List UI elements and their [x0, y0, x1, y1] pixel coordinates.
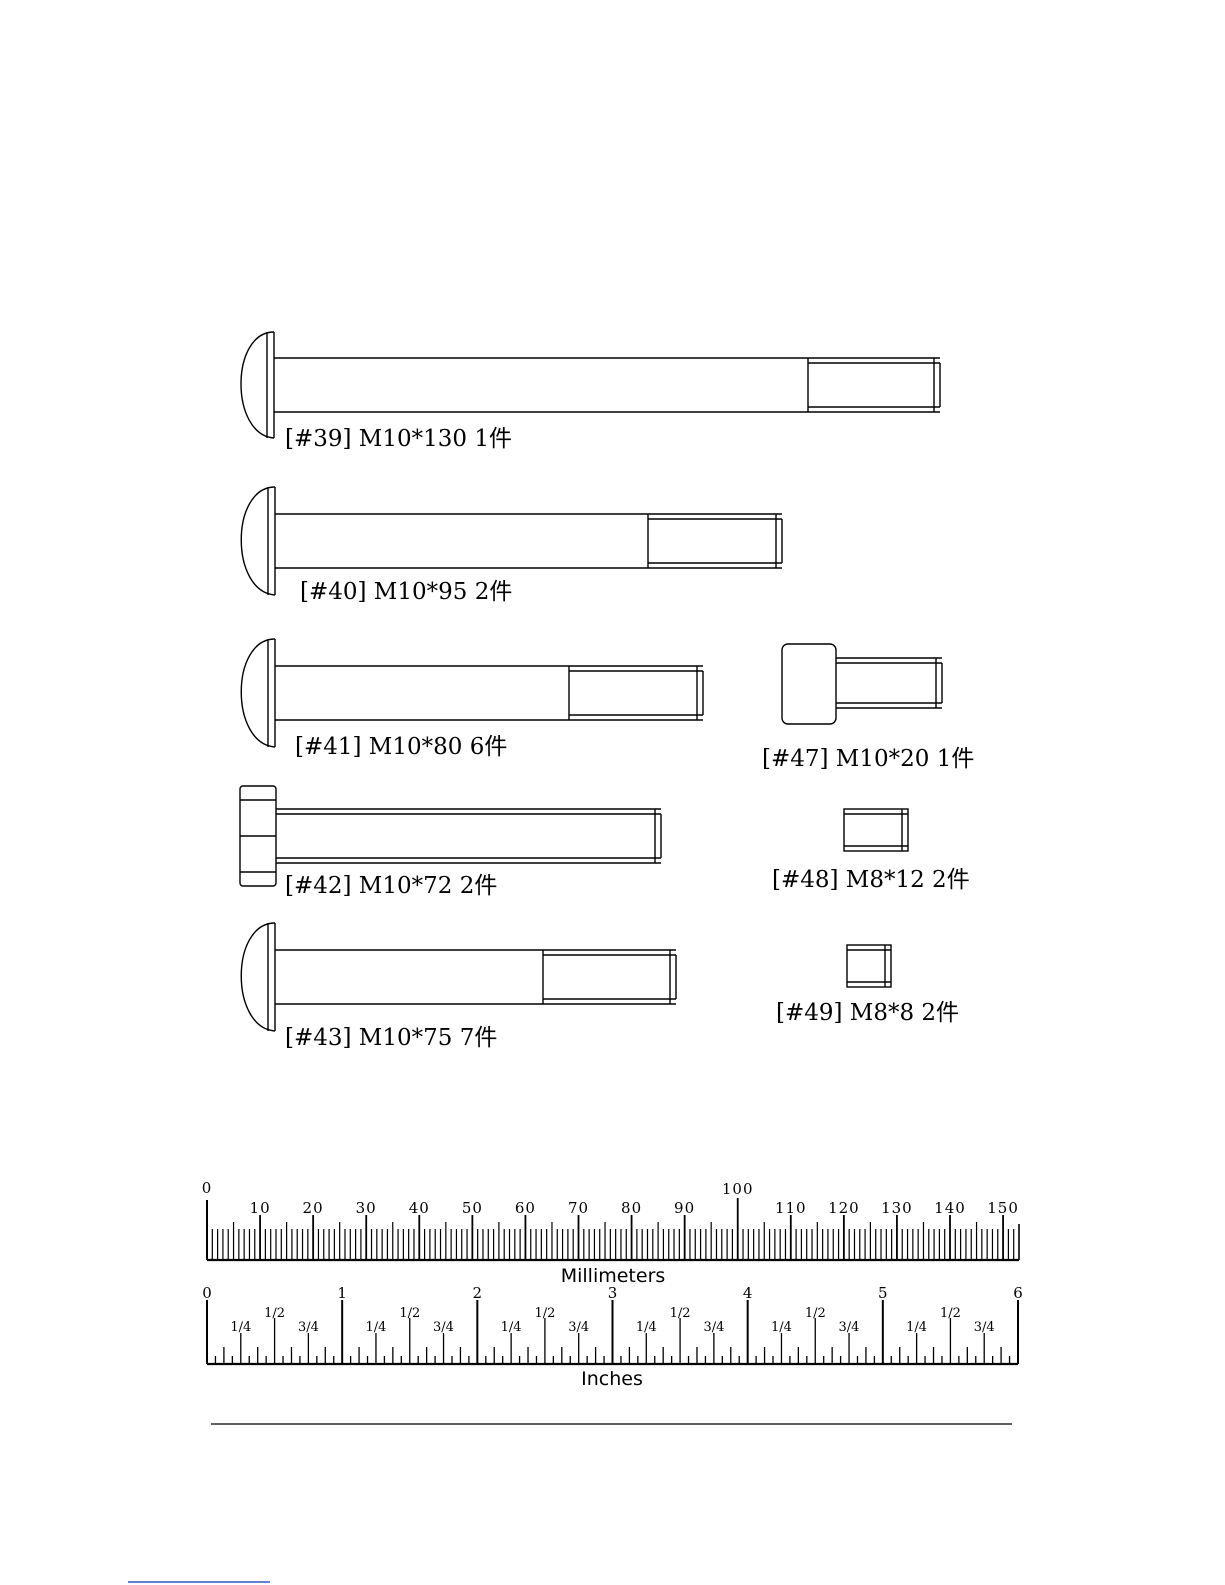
part-label-42: [#42] M10*72 2件	[285, 873, 497, 899]
mm-tick-label: 0	[202, 1179, 213, 1197]
bolt-47	[782, 644, 942, 724]
inch-fraction-label: 3/4	[568, 1320, 589, 1335]
part-label-40: [#40] M10*95 2件	[300, 579, 512, 605]
inch-fraction-label: 3/4	[298, 1320, 319, 1335]
inch-tick-label: 5	[878, 1284, 888, 1302]
part-label-48: [#48] M8*12 2件	[772, 867, 970, 893]
inch-tick-label: 0	[202, 1284, 212, 1302]
bolt-43	[241, 923, 676, 1031]
inch-fraction-label: 1/2	[399, 1306, 420, 1321]
inch-tick-label: 3	[608, 1284, 618, 1302]
mm-tick-label: 30	[356, 1199, 377, 1217]
screw-48	[844, 809, 908, 851]
mm-tick-label: 70	[568, 1199, 589, 1217]
mm-tick-label: 50	[462, 1199, 483, 1217]
inch-fraction-label: 3/4	[839, 1320, 860, 1335]
part-label-39: [#39] M10*130 1件	[285, 426, 512, 452]
mm-tick-label: 80	[621, 1199, 642, 1217]
part-label-43: [#43] M10*75 7件	[285, 1025, 497, 1051]
inch-tick-label: 1	[337, 1284, 347, 1302]
part-label-41: [#41] M10*80 6件	[295, 734, 507, 760]
mm-tick-label: 140	[934, 1199, 966, 1217]
mm-tick-label: 10	[250, 1199, 271, 1217]
inch-tick-label: 6	[1013, 1284, 1023, 1302]
millimeter-ruler: 0 10 20 30 40 50 60 70 80 90 100 110 120 130 140 150	[202, 1179, 1019, 1260]
screw-49	[847, 945, 891, 987]
bolt-42	[240, 786, 661, 886]
inch-fraction-label: 1/2	[670, 1306, 691, 1321]
inch-fraction-label: 1/4	[636, 1320, 657, 1335]
part-label-49: [#49] M8*8 2件	[776, 1000, 959, 1026]
inch-fraction-label: 3/4	[974, 1320, 995, 1335]
inch-fraction-label: 1/4	[906, 1320, 927, 1335]
bolt-41	[241, 639, 703, 747]
inch-fraction-label: 1/4	[771, 1320, 792, 1335]
bolt-39	[241, 332, 940, 438]
inch-tick-label: 4	[743, 1284, 753, 1302]
inch-fraction-label: 3/4	[703, 1320, 724, 1335]
inch-fraction-label: 1/4	[366, 1320, 387, 1335]
mm-tick-label: 120	[828, 1199, 860, 1217]
inch-fraction-label: 1/2	[534, 1306, 555, 1321]
inch-ruler: 0 1 2 3 4 5 6 1/4 1/2 3/4 1/4 1/2 3/4 1/4 1/2 3/4 1/4 1/2…	[202, 1284, 1023, 1364]
mm-tick-label: 20	[303, 1199, 324, 1217]
inch-fraction-label: 1/2	[805, 1306, 826, 1321]
inch-fraction-label: 1/2	[940, 1306, 961, 1321]
mm-tick-label: 60	[515, 1199, 536, 1217]
mm-tick-label: 150	[987, 1199, 1019, 1217]
inch-tick-label: 2	[473, 1284, 483, 1302]
part-label-47: [#47] M10*20 1件	[762, 746, 974, 772]
inch-fraction-label: 1/4	[501, 1320, 522, 1335]
inches-title: Inches	[581, 1368, 643, 1390]
mm-tick-label: 40	[409, 1199, 430, 1217]
mm-tick-label: 110	[775, 1199, 807, 1217]
inch-fraction-label: 1/4	[230, 1320, 251, 1335]
mm-tick-label: 130	[881, 1199, 913, 1217]
mm-tick-label: 100	[722, 1180, 754, 1198]
inch-fraction-label: 3/4	[433, 1320, 454, 1335]
inch-fraction-label: 1/2	[264, 1306, 285, 1321]
mm-tick-label: 90	[674, 1199, 695, 1217]
